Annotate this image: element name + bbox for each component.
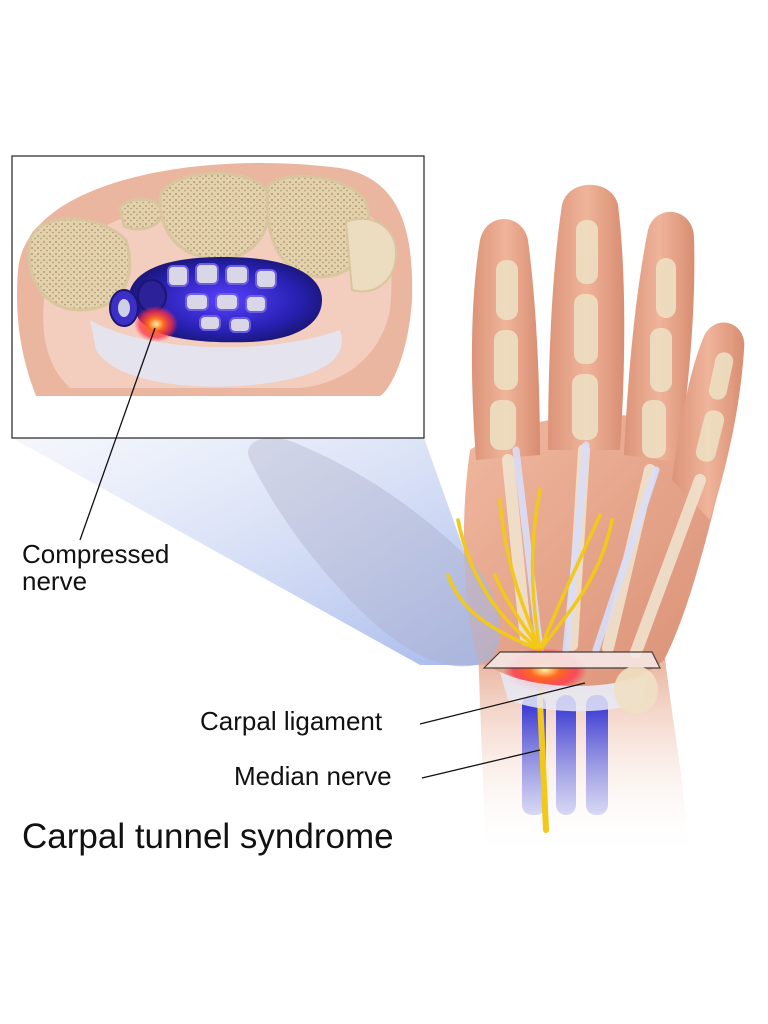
compressed-nerve-leader <box>79 327 156 541</box>
carpal-ligament-leader <box>419 682 586 725</box>
palm <box>463 415 730 687</box>
median-nerve-label: Median nerve <box>234 761 392 791</box>
finger-bones <box>490 220 734 462</box>
thumb-ghost <box>248 437 501 667</box>
median-nerve-leader <box>421 749 541 779</box>
diagram-title: Carpal tunnel syndrome <box>22 817 394 856</box>
nerve-branches <box>446 488 614 652</box>
carpal-ligament-band <box>500 672 648 712</box>
hand <box>248 184 745 860</box>
carpal-ligament-label: Carpal ligament <box>200 706 383 736</box>
compressed-nerve-label-line1: Compressed <box>22 539 170 569</box>
forearm-tendons <box>522 695 608 815</box>
carpal-bone <box>614 666 658 714</box>
section-tunnel <box>109 257 322 343</box>
cross-section-inset <box>11 155 425 439</box>
compressed-nerve-label-line2: nerve <box>22 566 88 597</box>
section-ligament <box>90 320 342 387</box>
carpal-ligament <box>482 651 661 669</box>
compressed-nerve-label: Compressed nerve <box>22 539 170 597</box>
compressed-nerve-glow <box>134 306 178 342</box>
section-bones <box>27 172 398 312</box>
